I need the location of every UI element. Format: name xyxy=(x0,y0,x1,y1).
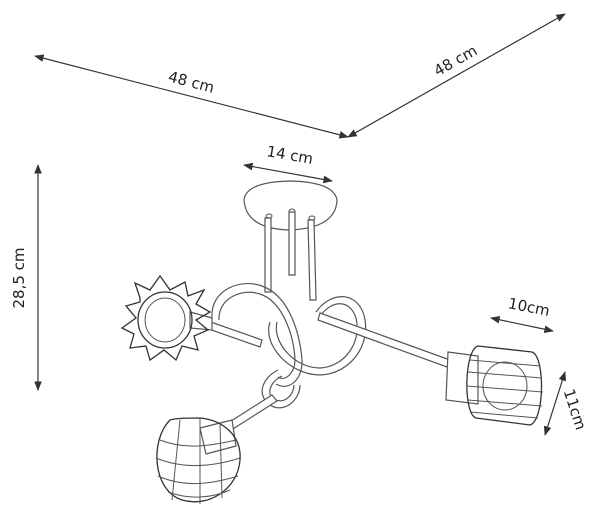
label-canopy: 14 cm xyxy=(265,142,314,168)
right-cage-shade xyxy=(445,345,544,426)
label-shade-height: 11cm xyxy=(560,387,590,432)
left-cage-shade xyxy=(120,274,213,362)
label-height: 28,5 cm xyxy=(10,247,28,308)
lamp-illustration xyxy=(120,180,544,504)
dimension-line-width-left xyxy=(34,54,349,139)
lamp-arms xyxy=(202,282,451,435)
dimension-height: 28,5 cm xyxy=(10,164,42,391)
dimension-canopy: 14 cm xyxy=(243,142,333,184)
dimension-width-left: 48 cm xyxy=(34,54,349,139)
label-shade-width: 10cm xyxy=(507,294,552,320)
dimension-shade-height: 11cm xyxy=(543,371,590,436)
dimension-line-shade-height xyxy=(543,371,567,436)
dimension-line-shade-width xyxy=(490,316,554,333)
dimension-width-right: 48 cm xyxy=(347,13,566,138)
dimension-line-width-right xyxy=(347,13,566,138)
lamp-rods xyxy=(264,211,317,301)
bottom-cage-shade xyxy=(155,417,241,504)
label-width-right: 48 cm xyxy=(431,41,481,80)
dimension-shade-width: 10cm xyxy=(490,294,554,333)
dimension-line-canopy xyxy=(243,162,333,184)
